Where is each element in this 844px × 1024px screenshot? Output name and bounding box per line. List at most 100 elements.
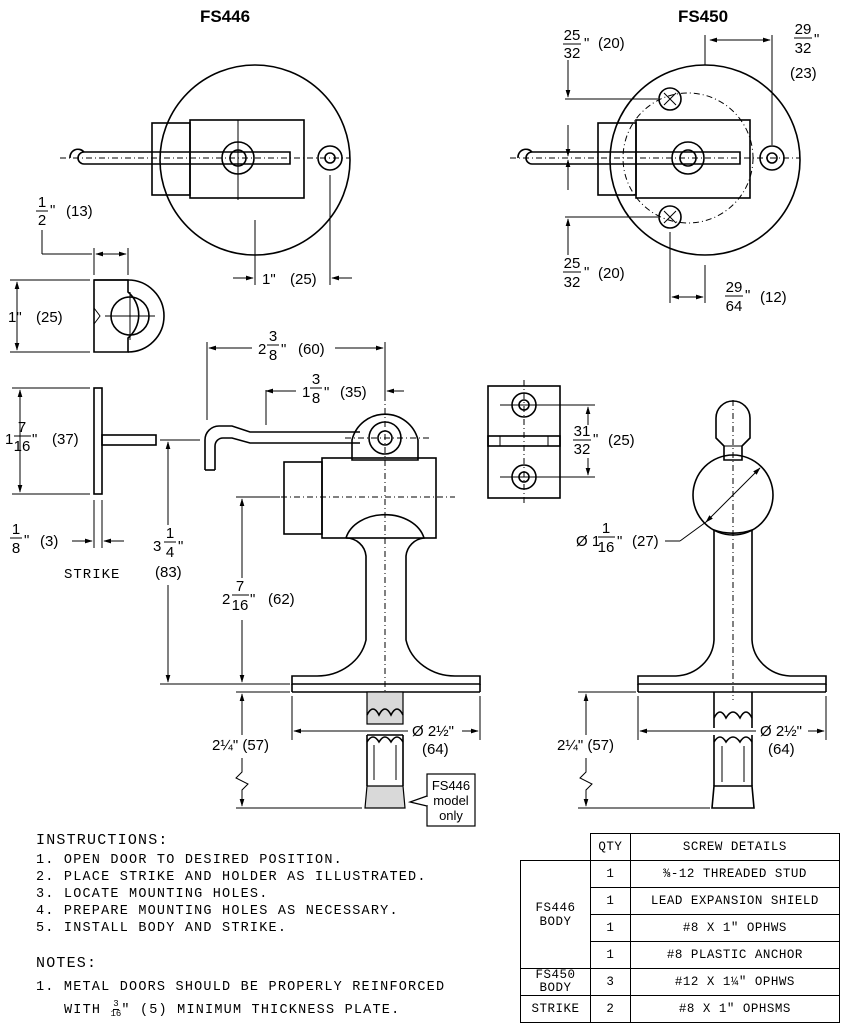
svg-text:1: 1: [166, 525, 174, 542]
strike-label: STRIKE: [64, 567, 120, 583]
svg-text:1: 1: [602, 520, 610, 537]
strike-side-view: [93, 279, 165, 353]
svg-text:(27): (27): [632, 533, 659, 550]
svg-text:(25): (25): [36, 309, 63, 326]
fs450-top-view: [510, 64, 801, 256]
svg-text:(60): (60): [298, 341, 325, 358]
svg-text:7: 7: [236, 578, 244, 595]
svg-text:3: 3: [269, 328, 277, 345]
instruction-step: 1. OPEN DOOR TO DESIRED POSITION.: [36, 853, 343, 868]
svg-text:1: 1: [12, 521, 20, 538]
note-line-2: WITH 3 16 " (5) MINIMUM THICKNESS PLATE.: [64, 998, 401, 1019]
svg-text:": ": [178, 538, 183, 555]
svg-text:(12): (12): [760, 289, 787, 306]
instruction-step: 5. INSTALL BODY AND STRIKE.: [36, 921, 288, 936]
dim-embed-right: 2¼" (57): [557, 691, 710, 809]
notes-heading: NOTES:: [36, 955, 98, 972]
table-row: STRIKE 2 #8 X 1" OPHSMS: [520, 995, 841, 1023]
group-strike: STRIKE: [520, 995, 591, 1023]
dim-base-left: Ø 2½" (64): [291, 696, 481, 758]
svg-text:8: 8: [12, 540, 20, 557]
dim-total-height: 3 1 4 " (83): [153, 439, 290, 685]
svg-text:Ø 2½": Ø 2½": [760, 723, 802, 740]
svg-text:7: 7: [18, 419, 26, 436]
svg-text:3: 3: [153, 538, 161, 555]
dim-strike-height: 1 7 16 " (37): [5, 387, 90, 495]
table-header-row: QTY SCREW DETAILS: [520, 833, 841, 861]
svg-text:8: 8: [269, 347, 277, 364]
svg-text:Ø 2½": Ø 2½": [412, 723, 454, 740]
svg-text:": ": [250, 591, 255, 608]
svg-text:": ": [617, 533, 622, 550]
table-row: 1 LEAD EXPANSION SHIELD: [521, 887, 841, 915]
svg-text:3: 3: [312, 371, 320, 388]
svg-text:32: 32: [564, 45, 581, 62]
svg-text:": ": [32, 431, 37, 448]
svg-text:1: 1: [302, 384, 310, 401]
dim-ball-diameter: Ø 1 1 16 " (27): [576, 520, 707, 556]
svg-text:(23): (23): [790, 65, 817, 82]
svg-text:32: 32: [564, 274, 581, 291]
svg-text:": ": [324, 384, 329, 401]
svg-text:(35): (35): [340, 384, 367, 401]
fs446-side-elevation: [204, 395, 481, 809]
dim-base-right: Ø 2½" (64): [637, 696, 827, 758]
dim-fs450-bottom-offset: 29 64 " (12): [669, 232, 787, 315]
svg-text:1": 1": [8, 309, 22, 326]
svg-text:4: 4: [166, 544, 174, 561]
svg-text:(64): (64): [768, 741, 795, 758]
group-fs450-body: FS450 BODY: [520, 968, 591, 996]
fs446-callout: FS446 model only: [407, 773, 476, 827]
svg-text:(20): (20): [598, 265, 625, 282]
svg-text:": ": [584, 35, 589, 52]
svg-text:model: model: [433, 793, 469, 808]
instruction-step: 3. LOCATE MOUNTING HOLES.: [36, 887, 269, 902]
group-fs446-body: FS446 BODY: [520, 860, 591, 969]
svg-text:": ": [814, 31, 819, 48]
screw-details-table: QTY SCREW DETAILS FS446 BODY 1 ⅜-12 THRE…: [520, 833, 841, 1023]
svg-text:(3): (3): [40, 533, 58, 550]
note-line-1: 1. METAL DOORS SHOULD BE PROPERLY REINFO…: [36, 980, 446, 995]
instruction-step: 4. PREPARE MOUNTING HOLES AS NECESSARY.: [36, 904, 399, 919]
instruction-step: 2. PLACE STRIKE AND HOLDER AS ILLUSTRATE…: [36, 870, 427, 885]
dim-hook-offset: 1 3 8 " (35): [265, 371, 404, 425]
svg-text:16: 16: [14, 438, 31, 455]
svg-text:25: 25: [564, 255, 581, 272]
dim-strike-side-height: 1" (25): [8, 279, 90, 353]
svg-text:25: 25: [564, 27, 581, 44]
svg-text:29: 29: [726, 279, 743, 296]
svg-text:29: 29: [795, 21, 812, 38]
title-fs450: FS450: [678, 7, 728, 26]
svg-text:": ": [745, 287, 750, 304]
svg-text:16: 16: [598, 539, 615, 556]
svg-text:Ø 1: Ø 1: [576, 533, 600, 550]
details-header: SCREW DETAILS: [629, 833, 841, 861]
svg-text:FS446: FS446: [432, 778, 470, 793]
fs446-top-view: [60, 64, 351, 256]
svg-text:2¼" (57): 2¼" (57): [212, 737, 269, 754]
dim-fs450-lower-hole: 25 32 " (20): [563, 159, 658, 291]
dim-strike-plate: 1 8 " (3): [10, 500, 124, 557]
svg-text:8: 8: [312, 390, 320, 407]
svg-text:2: 2: [258, 341, 266, 358]
svg-text:2: 2: [38, 212, 46, 229]
table-row: FS450 BODY 3 #12 X 1¼" OPHWS: [520, 968, 841, 996]
svg-text:1": 1": [262, 271, 276, 288]
svg-text:16: 16: [232, 597, 249, 614]
svg-text:2¼" (57): 2¼" (57): [557, 737, 614, 754]
svg-text:64: 64: [726, 298, 743, 315]
instructions-heading: INSTRUCTIONS:: [36, 832, 169, 849]
strike-front-view: [93, 387, 157, 495]
svg-text:": ": [50, 202, 55, 219]
svg-text:only: only: [439, 808, 463, 823]
dim-fs450-top-offset: 29 32 " (23): [704, 21, 819, 145]
svg-text:(13): (13): [66, 203, 93, 220]
svg-text:": ": [584, 264, 589, 281]
instructions-panel: INSTRUCTIONS: 1. OPEN DOOR TO DESIRED PO…: [36, 832, 427, 937]
svg-text:(37): (37): [52, 431, 79, 448]
svg-text:31: 31: [574, 423, 591, 440]
dim-hook-reach: 2 3 8 " (60): [206, 328, 386, 420]
holder-front-view: [487, 380, 561, 504]
svg-text:": ": [281, 341, 286, 358]
